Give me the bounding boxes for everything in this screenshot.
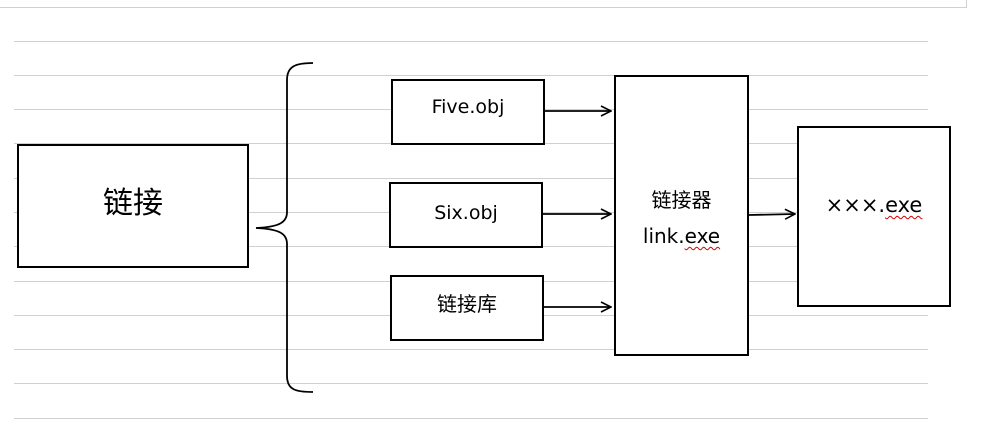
linker-label-line1: 链接器 — [651, 188, 712, 212]
linker-box[interactable]: 链接器 link.exe — [614, 75, 749, 356]
input-label-six-obj: Six.obj — [434, 202, 498, 224]
ruled-line — [14, 75, 928, 76]
ruled-line — [14, 178, 928, 179]
ruled-line — [14, 349, 928, 350]
linker-label-line2: link.exe — [616, 223, 747, 249]
linker-label-name: link. — [642, 224, 685, 248]
output-label-name: ×××. — [825, 193, 886, 217]
grouping-brace — [255, 62, 314, 393]
ruled-line — [14, 383, 928, 384]
ruled-line — [14, 418, 928, 419]
linker-label-ext: exe — [684, 224, 721, 248]
input-box-five-obj[interactable]: Five.obj — [391, 79, 545, 145]
arrow-linker-to-output — [748, 214, 795, 215]
output-exe-box[interactable]: ×××.exe — [797, 126, 951, 307]
link-concept-label: 链接 — [103, 186, 163, 221]
page-top-rule — [0, 7, 966, 8]
input-label-link-library: 链接库 — [437, 292, 497, 316]
page-top-tick — [966, 0, 967, 8]
input-box-link-library[interactable]: 链接库 — [390, 275, 544, 341]
output-label-ext: exe — [885, 193, 923, 217]
link-concept-box[interactable]: 链接 — [17, 144, 249, 268]
input-box-six-obj[interactable]: Six.obj — [389, 182, 543, 248]
ruled-line — [14, 41, 928, 42]
output-label: ×××.exe — [799, 192, 949, 218]
input-label-five-obj: Five.obj — [431, 96, 505, 118]
